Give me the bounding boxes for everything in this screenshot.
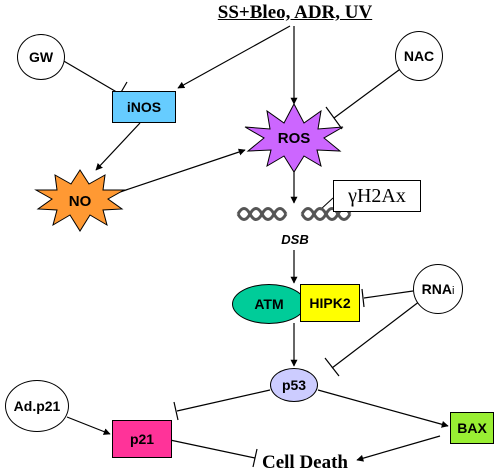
bax-label: BAX [457, 420, 487, 436]
no-label: NO [68, 192, 92, 210]
nac-label: NAC [403, 48, 435, 64]
stimulus-title: SS+Bleo, ADR, UV [217, 2, 373, 23]
atm-label: ATM [254, 296, 284, 312]
edge-rnai-inhibits-p53 [331, 300, 421, 369]
edge-rnai-inhibits-hipk2 [363, 290, 414, 299]
hipk2-label: HIPK2 [309, 295, 351, 311]
rnai-node: RNAi [413, 264, 463, 314]
edge-no-to-ros [119, 148, 246, 193]
adp21-node: Ad.p21 [5, 380, 69, 432]
gw-node: GW [17, 34, 65, 80]
edge-gw-inhibits-inos [61, 59, 121, 95]
edge-rnai-inhibits-hipk2-bar [361, 288, 365, 308]
edge-p53-inhibits-p21-bar [173, 401, 179, 421]
edge-p21-inhibits-celldeath [169, 439, 256, 459]
bax-box: BAX [450, 412, 494, 444]
edge-nac-inhibits-ros-bar [325, 106, 343, 130]
atm-ellipse: ATM [232, 284, 306, 324]
edge-inos-to-no [95, 122, 141, 171]
nac-node: NAC [395, 31, 443, 81]
hipk2-box: HIPK2 [300, 284, 360, 322]
p21-label: p21 [129, 431, 155, 447]
adp21-label: Ad.p21 [13, 398, 61, 414]
edge-rnai-inhibits-p53-bar [324, 357, 340, 377]
p21-box: p21 [112, 420, 172, 458]
cell-death-label: Cell Death [261, 452, 348, 473]
edge-p53-inhibits-p21 [176, 389, 271, 412]
edge-bax-to-celldeath [356, 435, 441, 462]
inos-box: iNOS [112, 91, 176, 123]
p53-label: p53 [281, 377, 307, 393]
edge-nac-inhibits-ros [333, 66, 404, 119]
edge-adp21-to-p21 [66, 416, 111, 435]
no-burst-shape [34, 169, 126, 232]
edge-p21-inhibits-celldeath-bar [252, 448, 258, 468]
rnai-suffix: i [451, 285, 455, 297]
inos-label: iNOS [126, 99, 162, 115]
edge-stimulus-to-inos [177, 25, 291, 89]
edge-p53-to-bax [317, 389, 449, 428]
rnai-label: RNAi [421, 281, 455, 297]
gw-label: GW [28, 49, 54, 65]
gamma-h2ax-box: γH2Ax [333, 180, 421, 212]
ros-label: ROS [277, 129, 311, 147]
p53-ellipse: p53 [270, 368, 318, 402]
ros-burst-shape [244, 102, 344, 173]
dsb-label: DSB [281, 231, 309, 247]
